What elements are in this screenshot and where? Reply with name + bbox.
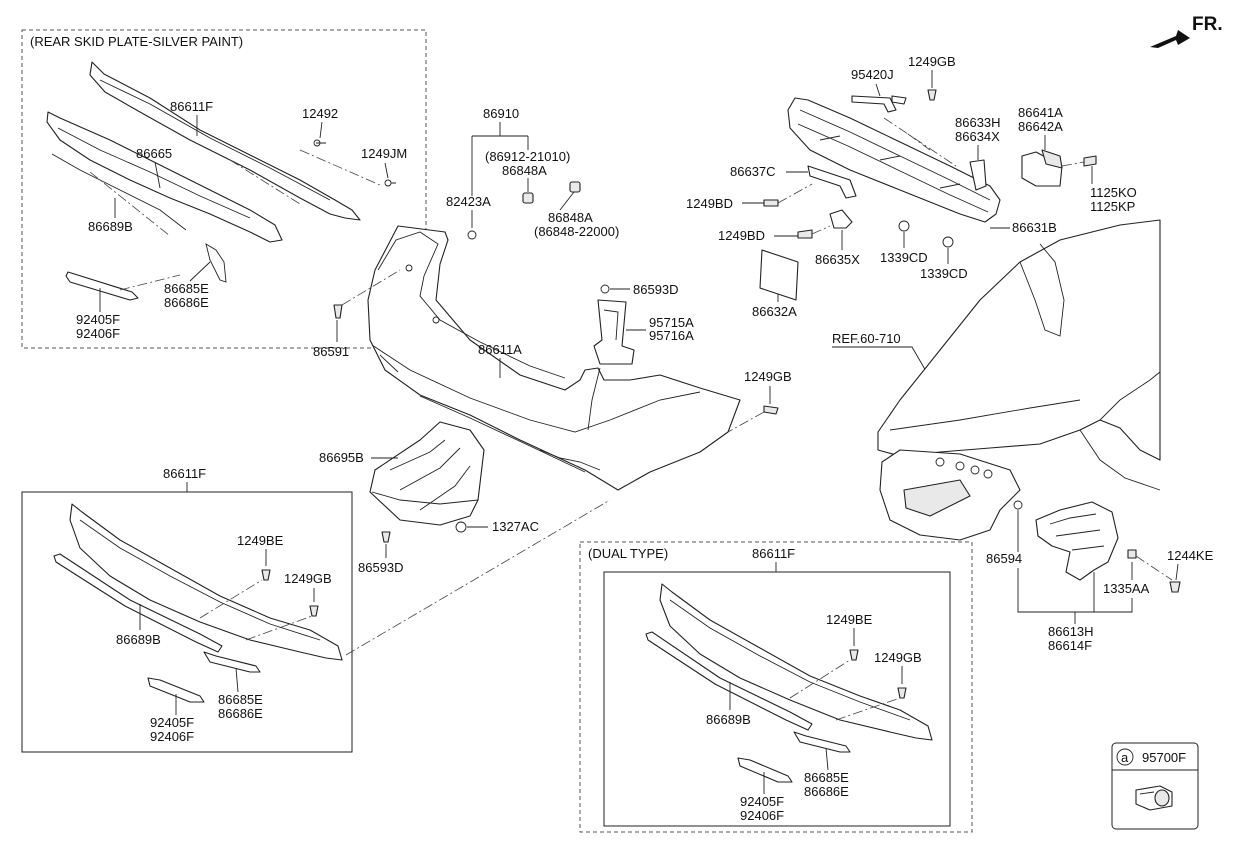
parking-sensor-icon bbox=[1135, 785, 1173, 811]
dual-type-group-title: (DUAL TYPE) bbox=[588, 546, 668, 561]
label-86685E-left: 86685E bbox=[218, 692, 263, 707]
label-ref-60-710: REF.60-710 bbox=[832, 331, 901, 346]
beam-clip-drawing bbox=[851, 95, 907, 113]
label-86695B: 86695B bbox=[319, 450, 364, 465]
label-86613H: 86613H bbox=[1048, 624, 1094, 639]
label-92406F-left: 92406F bbox=[150, 729, 194, 744]
label-86910: 86910 bbox=[483, 106, 519, 121]
dual-type-inner-frame bbox=[603, 571, 951, 827]
quarter-panel-drawing bbox=[877, 219, 1161, 541]
skid-plate-alt-drawing bbox=[53, 503, 343, 703]
label-86593D-b: 86593D bbox=[358, 560, 404, 575]
label-86611F-left: 86611F bbox=[163, 466, 206, 481]
side-bracket-drawing bbox=[593, 284, 635, 365]
label-86642A: 86642A bbox=[1018, 119, 1063, 134]
legend-marker-circle bbox=[1116, 748, 1134, 766]
side-support-bracket-drawing bbox=[1013, 500, 1181, 593]
label-1244KE: 1244KE bbox=[1167, 548, 1214, 563]
label-1339CD-b: 1339CD bbox=[920, 266, 968, 281]
label-86611F-dual: 86611F bbox=[752, 546, 795, 561]
label-92406F-dual: 92406F bbox=[740, 808, 784, 823]
label-1249BD-b: 1249BD bbox=[718, 228, 765, 243]
rear-beam-drawing bbox=[787, 97, 1001, 223]
label-86848-22000: (86848-22000) bbox=[534, 224, 619, 239]
label-1249BE-dual: 1249BE bbox=[826, 612, 873, 627]
label-1249JM: 1249JM bbox=[361, 146, 407, 161]
label-86633H: 86633H bbox=[955, 115, 1001, 130]
label-86641A: 86641A bbox=[1018, 105, 1063, 120]
label-86594: 86594 bbox=[986, 551, 1022, 566]
label-92405F-left: 92405F bbox=[150, 715, 194, 730]
skid-plate-group-title: (REAR SKID PLATE-SILVER PAINT) bbox=[30, 34, 243, 49]
label-86686E-top: 86686E bbox=[164, 295, 209, 310]
label-86611A: 86611A bbox=[478, 342, 522, 357]
label-86685E-dual: 86685E bbox=[804, 770, 849, 785]
label-86685E-top: 86685E bbox=[164, 281, 209, 296]
direction-label: FR. bbox=[1192, 14, 1223, 35]
label-1327AC: 1327AC bbox=[492, 519, 539, 534]
legend-box bbox=[1111, 742, 1199, 830]
label-86665: 86665 bbox=[136, 146, 172, 161]
label-86634X: 86634X bbox=[955, 129, 1000, 144]
label-1249BD-a: 1249BD bbox=[686, 196, 733, 211]
rear-bumper-cover-drawing bbox=[367, 225, 741, 491]
label-92405F-top: 92405F bbox=[76, 312, 120, 327]
label-86631B: 86631B bbox=[1012, 220, 1057, 235]
label-86689B-dual: 86689B bbox=[706, 712, 751, 727]
label-1125KO: 1125KO bbox=[1090, 185, 1137, 200]
label-95716A: 95716A bbox=[649, 328, 694, 343]
label-1249BE-left: 1249BE bbox=[237, 533, 284, 548]
label-86632A: 86632A bbox=[752, 304, 797, 319]
dual-type-group-frame bbox=[579, 541, 973, 833]
legend-marker: a bbox=[1121, 750, 1129, 765]
bumper-fasteners bbox=[467, 181, 581, 240]
label-1249GB-mid: 1249GB bbox=[744, 369, 792, 384]
label-86611F-top: 86611F bbox=[170, 99, 213, 114]
label-86686E-left: 86686E bbox=[218, 706, 263, 721]
label-82423A: 82423A bbox=[446, 194, 491, 209]
label-86637C: 86637C bbox=[730, 164, 776, 179]
label-1339CD-a: 1339CD bbox=[880, 250, 928, 265]
label-86614F: 86614F bbox=[1048, 638, 1092, 653]
skid-plate-drawing bbox=[46, 61, 396, 301]
label-1249GB-dual: 1249GB bbox=[874, 650, 922, 665]
label-86593D-a: 86593D bbox=[633, 282, 679, 297]
label-1249GB-top: 1249GB bbox=[908, 54, 956, 69]
forward-arrow-icon bbox=[1150, 30, 1190, 48]
label-1335AA: 1335AA bbox=[1103, 581, 1150, 596]
label-86591: 86591 bbox=[313, 344, 349, 359]
label-86848A-b: 86848A bbox=[548, 210, 593, 225]
label-95715A: 95715A bbox=[649, 315, 694, 330]
under-cover-drawing bbox=[369, 421, 485, 526]
label-92405F-dual: 92405F bbox=[740, 794, 784, 809]
label-1249GB-left: 1249GB bbox=[284, 571, 332, 586]
label-95420J: 95420J bbox=[851, 67, 894, 82]
skid-plate-alt-frame bbox=[21, 491, 353, 753]
label-86689B-top: 86689B bbox=[88, 219, 133, 234]
label-86848A-a: 86848A bbox=[502, 163, 547, 178]
label-86689B-left: 86689B bbox=[116, 632, 161, 647]
legend-part-number: 95700F bbox=[1142, 750, 1186, 765]
dual-skid-plate-drawing bbox=[645, 583, 933, 783]
label-1125KP: 1125KP bbox=[1090, 199, 1135, 214]
label-92406F-top: 92406F bbox=[76, 326, 120, 341]
label-86686E-dual: 86686E bbox=[804, 784, 849, 799]
label-12492: 12492 bbox=[302, 106, 338, 121]
skid-plate-group-frame bbox=[21, 29, 427, 349]
sensor-bracket-drawing bbox=[1021, 149, 1063, 187]
label-86912: (86912-21010) bbox=[485, 149, 570, 164]
label-86635X: 86635X bbox=[815, 252, 860, 267]
